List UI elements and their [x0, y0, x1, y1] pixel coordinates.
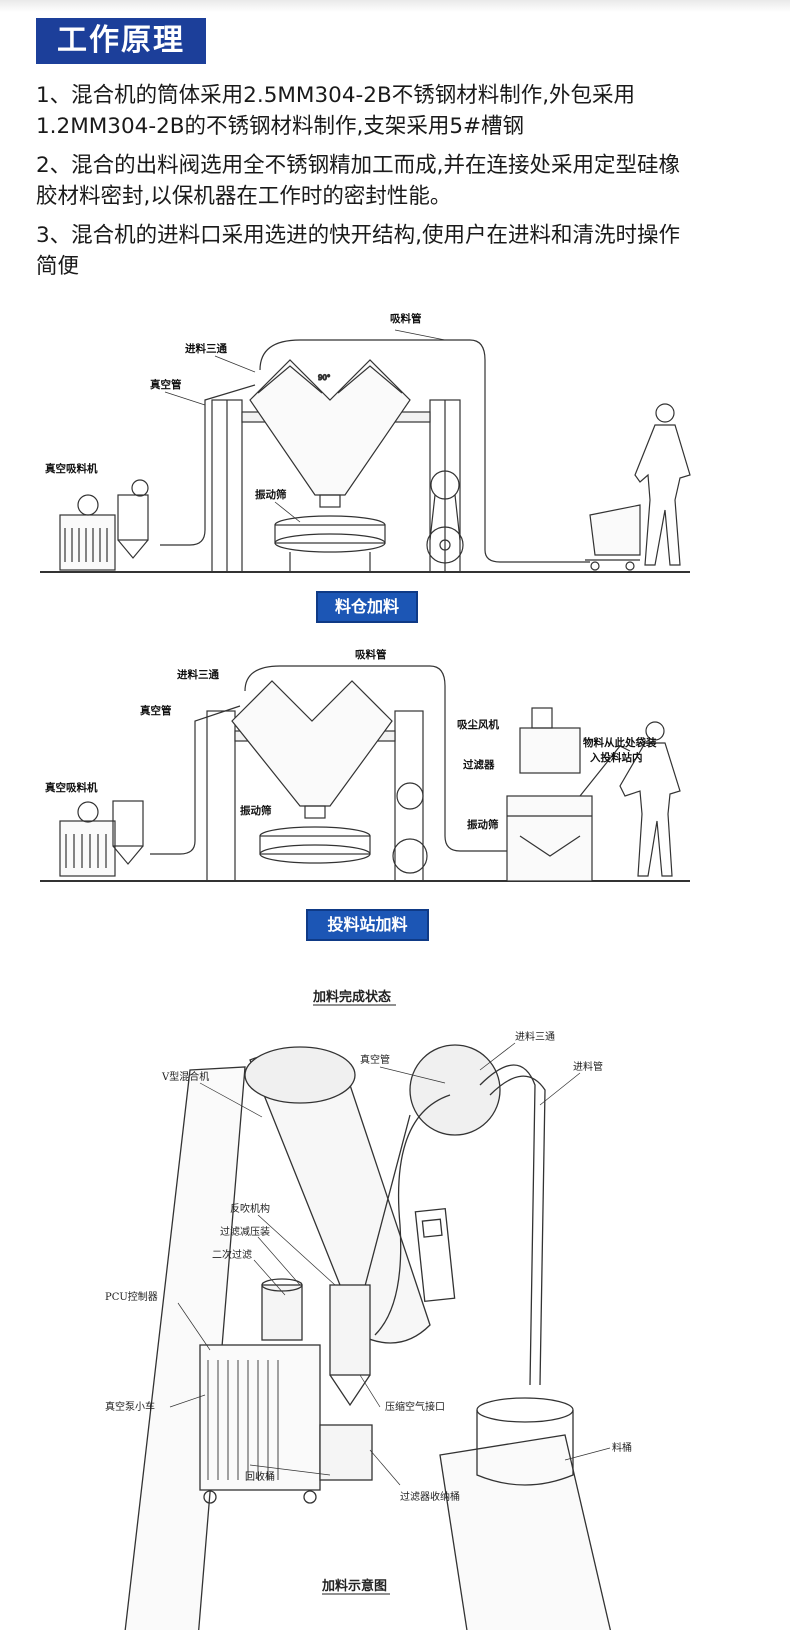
label-filter-element: 过滤减压装 — [220, 1225, 270, 1238]
label-vacuum-pipe: 真空管 — [150, 378, 182, 391]
paragraph-1-line-1: 1、混合机的筒体采用2.5MM304-2B不锈钢材料制作,外包采用 — [36, 83, 636, 108]
label-vacuum-loader: 真空吸料机 — [45, 462, 98, 475]
label-dust-fan: 吸尘风机 — [457, 718, 499, 731]
paragraph-2: 2、混合的出料阀选用全不锈钢精加工而成,并在连接处采用定型硅橡 胶材料密封,以保… — [36, 150, 766, 212]
label-suction-pipe-2: 吸料管 — [355, 648, 387, 661]
label-collector: 回收桶 — [245, 1470, 275, 1483]
label-feed-tee-2: 进料三通 — [177, 668, 219, 681]
figure-silo-feeding-diagram: 90° 吸料管 进料三通 — [40, 312, 691, 573]
figure3-bottom-title: 加料示意图 — [321, 1578, 387, 1594]
label-v-mixer: V型混合机 — [161, 1070, 209, 1083]
section-title: 工作原理 — [36, 18, 206, 64]
label-feed-tee: 进料三通 — [185, 342, 227, 355]
label-bag-note-1: 物料从此处袋装 — [583, 736, 657, 749]
label-vibrating-sieve-station: 振动筛 — [467, 818, 499, 831]
label-vacuum-pipe-3: 真空管 — [360, 1053, 390, 1066]
label-plc-controller: PCU控制器 — [105, 1290, 158, 1303]
label-suction-pipe: 吸料管 — [390, 312, 422, 325]
label-feed-pipe: 进料管 — [573, 1060, 603, 1073]
paragraph-3-line-2: 简便 — [36, 254, 80, 279]
paragraph-2-line-1: 2、混合的出料阀选用全不锈钢精加工而成,并在连接处采用定型硅橡 — [36, 153, 681, 178]
label-filter: 过滤器 — [463, 758, 495, 771]
top-shadow-band — [0, 0, 790, 12]
label-vibrating-sieve-2: 振动筛 — [240, 804, 272, 817]
label-blowback: 反吹机构 — [230, 1202, 270, 1215]
caption-silo-feeding: 料仓加料 — [316, 591, 418, 623]
label-vacuum-cart: 真空泵小车 — [105, 1400, 155, 1413]
figure3-title: 加料完成状态 — [312, 989, 391, 1005]
label-vacuum-loader-2: 真空吸料机 — [45, 781, 98, 794]
label-air-port: 压缩空气接口 — [385, 1400, 445, 1413]
paragraph-2-line-2: 胶材料密封,以保机器在工作时的密封性能。 — [36, 184, 452, 209]
label-vibrating-sieve: 振动筛 — [255, 488, 287, 501]
caption-feeding-station: 投料站加料 — [306, 909, 429, 941]
label-bag-note-2: 入投料站内 — [590, 751, 643, 764]
label-vacuum-pipe-2: 真空管 — [140, 704, 172, 717]
label-feed-tee-3: 进料三通 — [515, 1030, 555, 1043]
paragraph-1: 1、混合机的筒体采用2.5MM304-2B不锈钢材料制作,外包采用 1.2MM3… — [36, 80, 766, 142]
label-filter-collector: 过滤器收纳桶 — [400, 1490, 460, 1503]
figure-feeding-complete-diagram: 加料完成状态 — [105, 989, 632, 1630]
label-secondary-filter: 二次过滤 — [212, 1248, 252, 1261]
paragraph-3-line-1: 3、混合机的进料口采用选进的快开结构,使用户在进料和清洗时操作 — [36, 223, 681, 248]
svg-text:90°: 90° — [318, 374, 330, 382]
figure-feeding-station-diagram: 吸料管 进料三通 真空管 真空吸料机 振动筛 吸尘风机 过滤器 振动筛 物料从此… — [40, 648, 690, 882]
paragraph-3: 3、混合机的进料口采用选进的快开结构,使用户在进料和清洗时操作 简便 — [36, 220, 766, 282]
label-material-barrel: 料桶 — [612, 1441, 632, 1454]
paragraph-1-line-2: 1.2MM304-2B的不锈钢材料制作,支架采用5#槽钢 — [36, 114, 525, 139]
